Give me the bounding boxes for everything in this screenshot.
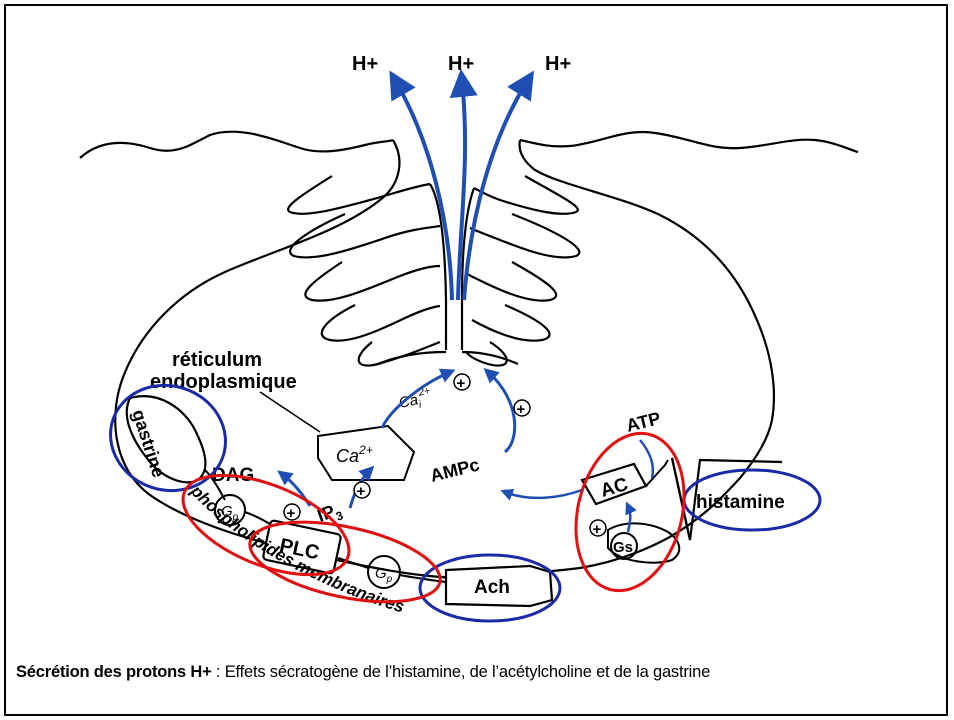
plus-sign-text: + — [517, 401, 526, 418]
gp-label: Gp — [375, 565, 393, 585]
histamine-label: histamine — [696, 492, 785, 513]
ca-label: Ca2+ — [336, 443, 373, 466]
figure-caption: Sécrétion des protons H+ : Effets sécrat… — [16, 663, 710, 682]
ach-label: Ach — [474, 577, 510, 598]
atp-arrow — [640, 440, 653, 478]
plus-sign-text: + — [287, 505, 296, 522]
atp-label: ATP — [624, 408, 662, 436]
h-plus-label: H+ — [352, 53, 378, 75]
canaliculus-fold — [467, 262, 556, 301]
canaliculus-fold — [288, 176, 430, 214]
plus-sign-text: + — [457, 375, 466, 392]
ac-histamine-link — [646, 460, 668, 486]
plus-sign-text: + — [593, 521, 602, 538]
reticulum-label: réticulum — [172, 349, 262, 371]
gs-label: Gs — [613, 539, 633, 556]
ac-to-ampc-arrow — [505, 490, 582, 498]
h-plus-label: H+ — [448, 53, 474, 75]
reticulum-label: endoplasmique — [150, 371, 297, 393]
reticulum-leader — [260, 392, 320, 432]
caption-title: Sécrétion des protons H+ — [16, 663, 212, 681]
ampc-label: AMPc — [428, 454, 481, 486]
plus-sign-text: + — [357, 483, 366, 500]
h-plus-label: H+ — [545, 53, 571, 75]
ampc-arrow — [488, 372, 515, 452]
canaliculus-base — [378, 352, 518, 364]
apical-membrane-right — [520, 132, 858, 152]
canaliculus-fold — [472, 305, 550, 341]
canaliculus-fold — [290, 214, 440, 257]
apical-membrane-left — [80, 132, 393, 158]
gastrine-label: gastrine — [128, 407, 169, 480]
caption-text: : Effets sécratogène de l’histamine, de … — [212, 663, 711, 681]
canaliculus-fold — [322, 305, 440, 341]
canaliculus-fold — [470, 214, 579, 257]
gs-ac-arrow — [628, 506, 630, 532]
ca-cytosolic-label: Cai2+ — [397, 385, 434, 414]
canaliculus-fold — [305, 262, 440, 301]
